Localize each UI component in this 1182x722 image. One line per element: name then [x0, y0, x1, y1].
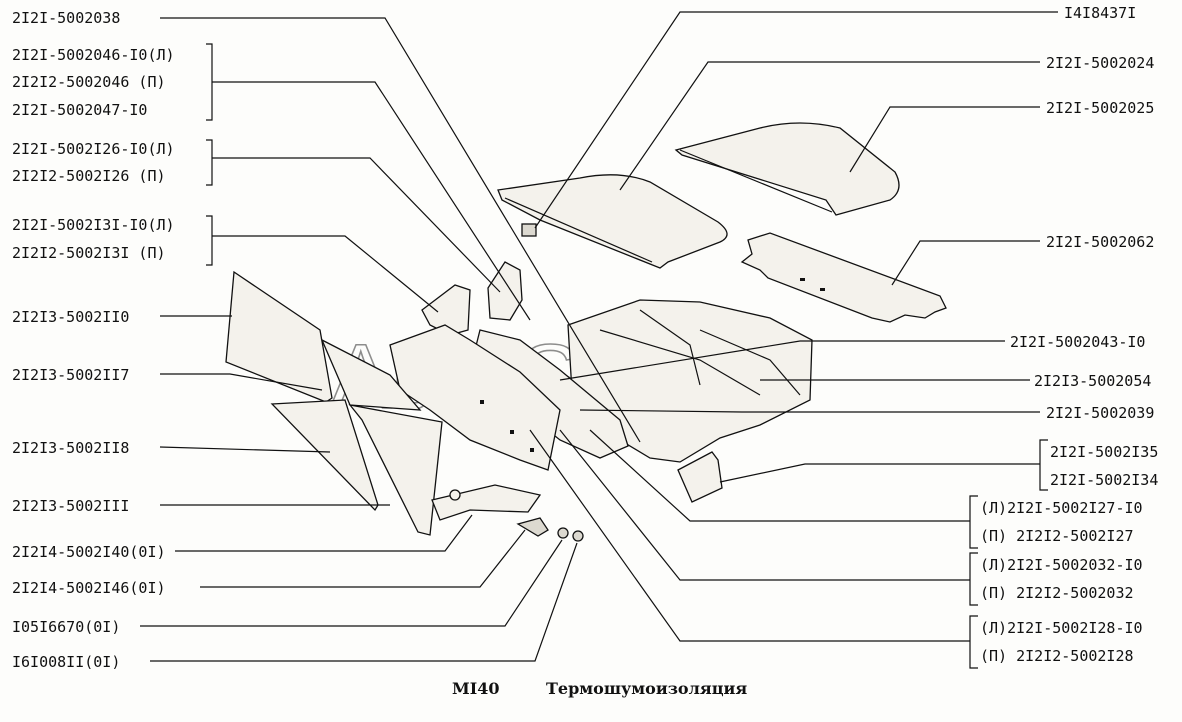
label-2I2I3-5002054: 2I2I3-5002054 — [1034, 372, 1151, 390]
label-2I2I2-5002I26: 2I2I2-5002I26 (П) — [12, 167, 166, 185]
label-2I2I2-5002I27: (П) 2I2I2-5002I27 — [980, 527, 1134, 545]
part-bracket-5002I26 — [487, 261, 523, 321]
part-mat-5002I40 — [431, 484, 542, 521]
label-2I2I2-5002I28: (П) 2I2I2-5002I28 — [980, 647, 1134, 665]
label-2I2I4-5002I40: 2I2I4-5002I40(0I) — [12, 543, 166, 561]
part-hole — [480, 400, 484, 404]
part-hole — [449, 489, 461, 501]
label-2I2I-5002039: 2I2I-5002039 — [1046, 404, 1154, 422]
label-2I2I2-5002I3I: 2I2I2-5002I3I (П) — [12, 244, 166, 262]
part-panel-5002II7 — [320, 338, 422, 411]
part-clip-5002I46 — [516, 517, 549, 537]
label-2I2I3-5002II0: 2I2I3-5002II0 — [12, 308, 129, 326]
part-hole — [800, 278, 805, 281]
part-seam — [679, 149, 833, 213]
caption-code: MI40 — [452, 679, 499, 698]
label-2I2I-5002062: 2I2I-5002062 — [1046, 233, 1154, 251]
label-2I2I-5002046-I0: 2I2I-5002046-I0(Л) — [12, 46, 175, 64]
label-brackets — [206, 43, 1048, 669]
part-seam — [504, 197, 653, 263]
label-I05I6670: I05I6670(0I) — [12, 618, 120, 636]
part-panel-5002II0 — [225, 270, 333, 403]
label-2I2I4-5002I46: 2I2I4-5002I46(0I) — [12, 579, 166, 597]
part-seam — [699, 329, 801, 396]
label-2I2I-5002I28-I0: (Л)2I2I-5002I28-I0 — [980, 619, 1143, 637]
label-2I2I-5002025: 2I2I-5002025 — [1046, 99, 1154, 117]
part-seam — [599, 329, 761, 396]
label-2I2I-5002024: 2I2I-5002024 — [1046, 54, 1154, 72]
caption-title: Термошумоизоляция — [546, 679, 747, 698]
label-2I2I-5002I34: 2I2I-5002I34 — [1050, 471, 1158, 489]
part-clip-I4I8437I — [521, 223, 537, 237]
part-hood-pad-right — [674, 122, 900, 216]
part-panel-5002III — [348, 404, 443, 536]
label-2I2I-5002I26-I0: 2I2I-5002I26-I0(Л) — [12, 140, 175, 158]
part-hood-pad-left — [497, 174, 728, 269]
part-insert-5002I35 — [677, 451, 723, 503]
label-2I2I-5002043-I0: 2I2I-5002043-I0 — [1010, 333, 1145, 351]
label-2I2I-5002032-I0: (Л)2I2I-5002032-I0 — [980, 556, 1143, 574]
part-seam — [639, 309, 701, 386]
label-2I2I-5002038: 2I2I-5002038 — [12, 9, 120, 27]
leader-lines — [140, 11, 1058, 662]
label-2I2I-5002I35: 2I2I-5002I35 — [1050, 443, 1158, 461]
label-2I2I3-5002II8: 2I2I3-5002II8 — [12, 439, 129, 457]
part-dash-panel — [389, 324, 561, 471]
label-2I2I3-5002III: 2I2I3-5002III — [12, 497, 129, 515]
label-2I2I-5002I27-I0: (Л)2I2I-5002I27-I0 — [980, 499, 1143, 517]
part-nut-I6I008II — [572, 530, 584, 542]
part-hole — [530, 448, 534, 452]
label-2I2I2-5002046: 2I2I2-5002046 (П) — [12, 73, 166, 91]
part-bracket-5002I3I — [421, 284, 471, 336]
label-2I2I-5002047-I0: 2I2I-5002047-I0 — [12, 101, 147, 119]
label-2I2I2-5002032: (П) 2I2I2-5002032 — [980, 584, 1134, 602]
label-2I2I-5002I3I-I0: 2I2I-5002I3I-I0(Л) — [12, 216, 175, 234]
part-hole — [510, 430, 514, 434]
label-I4I8437I: I4I8437I — [1064, 4, 1136, 22]
part-washer-I05I6670 — [557, 527, 569, 539]
part-strip-5002062 — [740, 232, 947, 323]
label-2I2I3-5002II7: 2I2I3-5002II7 — [12, 366, 129, 384]
label-I6I008II: I6I008II(0I) — [12, 653, 120, 671]
part-hole — [820, 288, 825, 291]
